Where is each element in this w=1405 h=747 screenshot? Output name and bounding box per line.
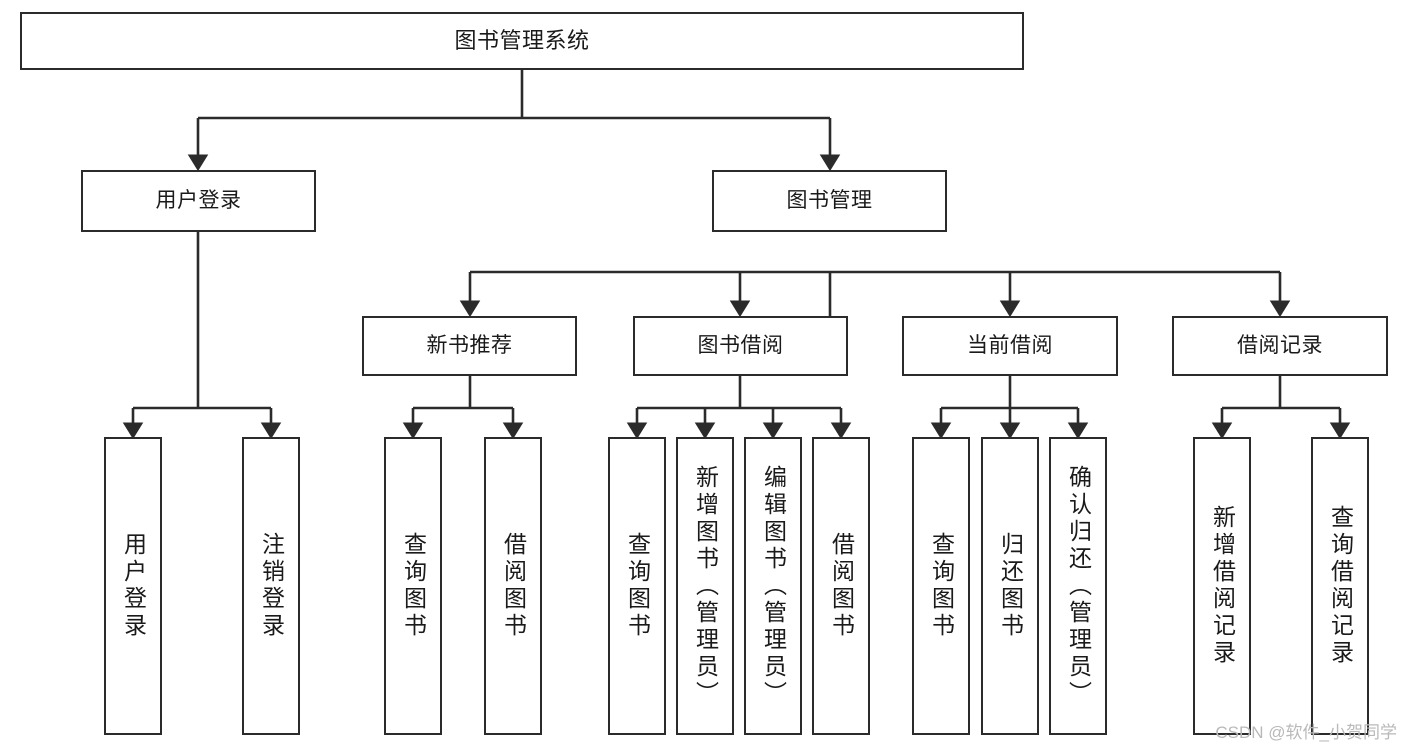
- node-label: 用户登录: [120, 532, 147, 640]
- node-label: 当前借阅: [967, 334, 1053, 358]
- node-label: 图书管理系统: [454, 27, 590, 53]
- node-current-borrow[interactable]: 当前借阅: [902, 316, 1118, 376]
- node-label: 新增借阅记录: [1209, 505, 1236, 667]
- node-leaf-query-book-3[interactable]: 查询图书: [912, 437, 970, 735]
- node-label: 查询图书: [624, 532, 651, 640]
- node-leaf-user-login[interactable]: 用户登录: [104, 437, 162, 735]
- node-leaf-add-record[interactable]: 新增借阅记录: [1193, 437, 1251, 735]
- node-label: 查询图书: [928, 532, 955, 640]
- node-leaf-edit-book[interactable]: 编辑图书（管理员）: [744, 437, 802, 735]
- node-user-login[interactable]: 用户登录: [81, 170, 316, 232]
- node-leaf-query-book-1[interactable]: 查询图书: [384, 437, 442, 735]
- node-label: 归还图书: [997, 532, 1024, 640]
- node-root-system[interactable]: 图书管理系统: [20, 12, 1024, 70]
- node-label: 编辑图书（管理员）: [760, 464, 787, 708]
- node-label: 借阅图书: [828, 532, 855, 640]
- node-book-manage[interactable]: 图书管理: [712, 170, 947, 232]
- node-borrow-record[interactable]: 借阅记录: [1172, 316, 1388, 376]
- node-new-book-recommend[interactable]: 新书推荐: [362, 316, 577, 376]
- node-label: 借阅图书: [500, 532, 527, 640]
- node-label: 注销登录: [258, 532, 285, 640]
- node-label: 借阅记录: [1237, 334, 1323, 358]
- csdn-watermark: CSDN @软件_小贺同学: [1215, 723, 1397, 742]
- node-label: 图书管理: [786, 189, 873, 213]
- node-label: 查询图书: [400, 532, 427, 640]
- node-label: 新书推荐: [426, 334, 513, 358]
- node-leaf-query-book-2[interactable]: 查询图书: [608, 437, 666, 735]
- node-label: 确认归还（管理员）: [1065, 464, 1092, 708]
- node-leaf-user-logout[interactable]: 注销登录: [242, 437, 300, 735]
- node-leaf-confirm-return[interactable]: 确认归还（管理员）: [1049, 437, 1107, 735]
- node-leaf-borrow-book-1[interactable]: 借阅图书: [484, 437, 542, 735]
- node-leaf-return-book[interactable]: 归还图书: [981, 437, 1039, 735]
- node-label: 新增图书（管理员）: [692, 464, 719, 708]
- node-label: 图书借阅: [697, 334, 784, 358]
- node-label: 查询借阅记录: [1327, 505, 1354, 667]
- node-leaf-borrow-book-2[interactable]: 借阅图书: [812, 437, 870, 735]
- node-label: 用户登录: [155, 189, 242, 213]
- node-leaf-query-record[interactable]: 查询借阅记录: [1311, 437, 1369, 735]
- node-book-borrow[interactable]: 图书借阅: [633, 316, 848, 376]
- node-leaf-add-book[interactable]: 新增图书（管理员）: [676, 437, 734, 735]
